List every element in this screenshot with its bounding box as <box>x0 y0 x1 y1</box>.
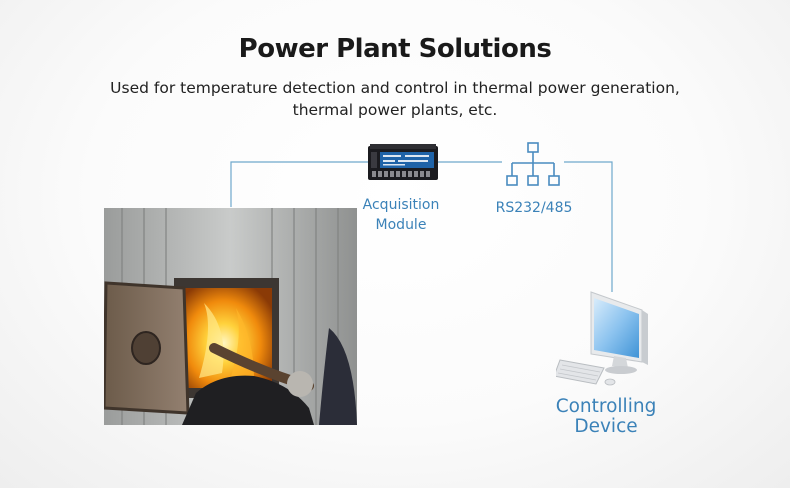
controlling-device-label: Controlling Device <box>535 397 677 437</box>
network-label: RS232/485 <box>478 200 590 216</box>
controlling-device-label-line2: Device <box>535 417 677 437</box>
furnace-photo <box>104 208 357 425</box>
network-topology-icon <box>503 141 563 190</box>
acquisition-module-device <box>368 144 438 182</box>
acquisition-module-label-line2: Module <box>345 215 457 235</box>
acquisition-module-label-line1: Acquisition <box>345 195 457 215</box>
computer-icon <box>556 288 652 388</box>
acquisition-module-label: Acquisition Module <box>345 195 457 235</box>
connector-network-to-computer <box>564 162 612 292</box>
controlling-device-label-line1: Controlling <box>535 397 677 417</box>
